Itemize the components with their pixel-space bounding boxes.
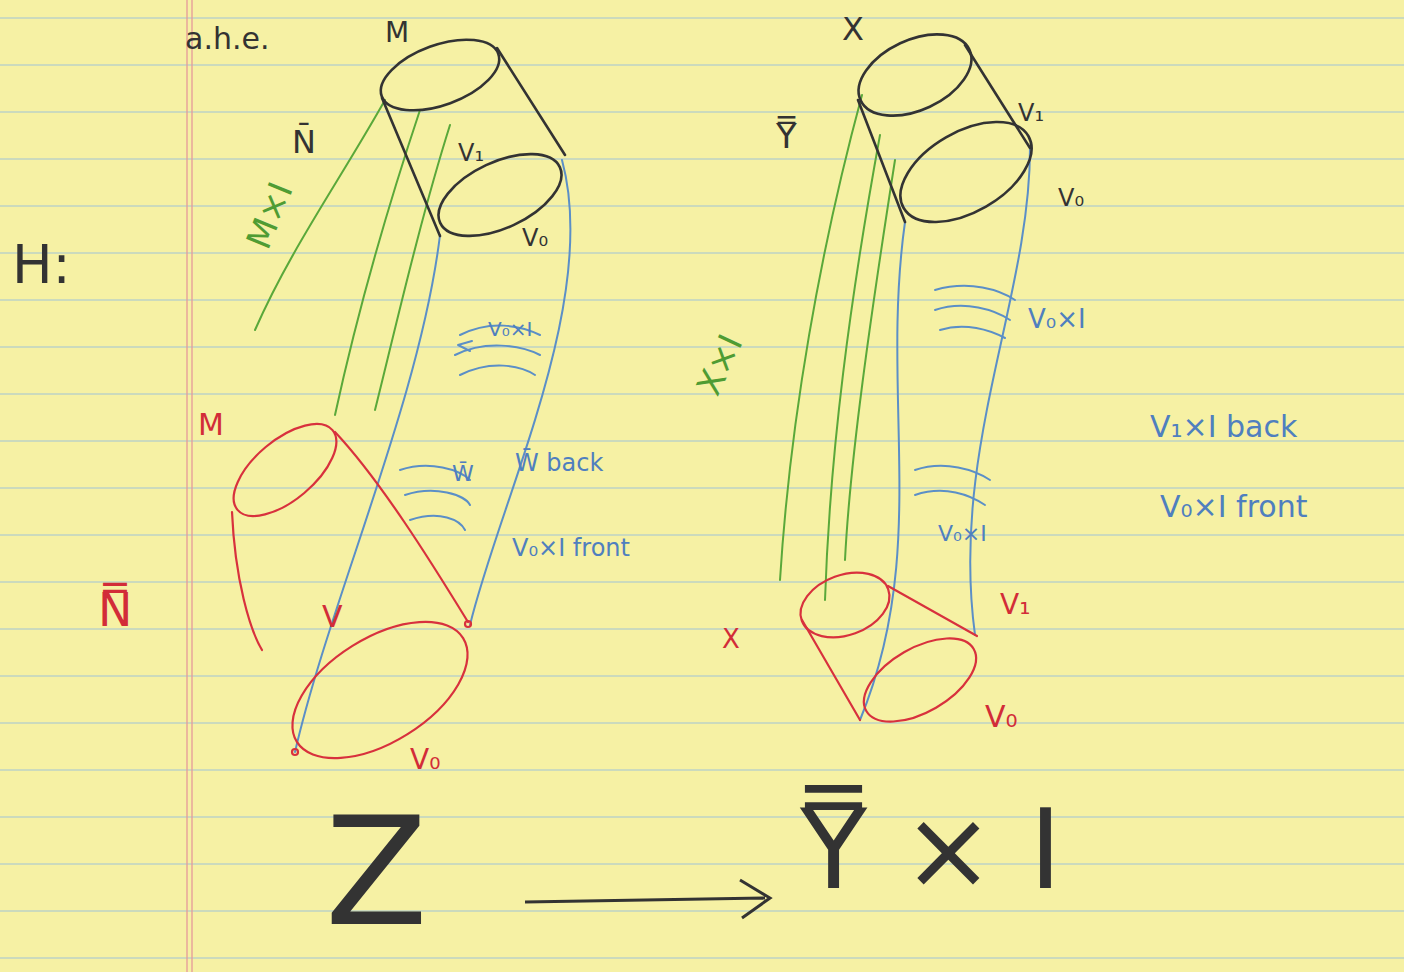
margin-line: [187, 0, 192, 972]
part-label: Y̿: [776, 118, 797, 155]
part-label: V₀×I: [938, 522, 987, 546]
part-label: X: [842, 12, 864, 47]
part-label: V₀×I: [488, 318, 532, 340]
part-label: H:: [12, 235, 71, 294]
part-label: X×I: [690, 329, 750, 401]
part-label: M: [198, 408, 224, 441]
part-label: V₁: [1000, 590, 1030, 621]
part-label: V₁: [458, 140, 484, 166]
part-label: V₀: [522, 225, 548, 251]
right-figure: [780, 18, 1048, 739]
part-label: V₀×I: [1028, 305, 1086, 334]
part-label: V₀: [410, 745, 440, 776]
left-figure: [218, 26, 574, 786]
part-label: N̿: [98, 585, 132, 636]
part-label: W̄ back: [515, 450, 603, 476]
map-label: Z: [325, 790, 428, 955]
part-label: M: [385, 18, 409, 49]
part-label: V₁×I back: [1150, 410, 1297, 443]
part-label: V₀: [1058, 185, 1084, 211]
part-label: V₁: [1018, 100, 1044, 126]
part-label: M×I: [240, 177, 300, 254]
part-label: V: [322, 600, 343, 633]
part-label: V₀×I front: [512, 535, 630, 561]
map-label: Y̿ × I: [800, 790, 1062, 911]
part-label: V₀×I front: [1160, 490, 1307, 523]
part-label: W̄: [452, 462, 474, 486]
map-arrow: [525, 880, 770, 918]
part-label: a.h.e.: [185, 22, 269, 55]
part-label: X: [722, 625, 740, 654]
part-label: N̄: [292, 125, 316, 160]
ruled-lines: [0, 18, 1404, 958]
part-label: V₀: [985, 700, 1018, 733]
